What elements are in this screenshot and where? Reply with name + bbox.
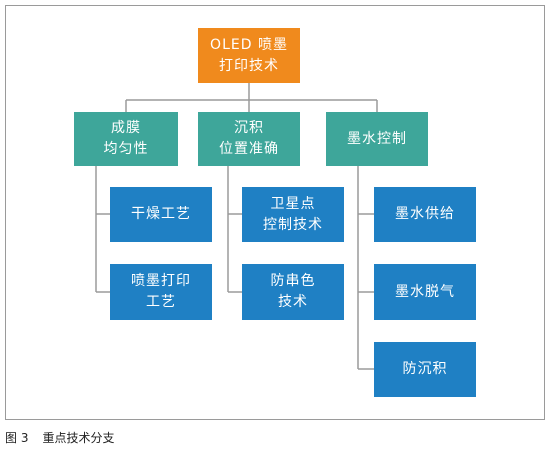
root-node: OLED 喷墨 打印技术 bbox=[198, 28, 300, 83]
figure-caption-text: 重点技术分支 bbox=[42, 431, 115, 445]
figure-caption: 图 3 重点技术分支 bbox=[5, 429, 128, 446]
leaf-node-drying-process: 干燥工艺 bbox=[110, 187, 212, 242]
category-node-film-uniformity: 成膜 均匀性 bbox=[74, 112, 178, 166]
leaf-node-ink-supply: 墨水供给 bbox=[374, 187, 476, 242]
leaf-node-satellite-dot-control: 卫星点 控制技术 bbox=[242, 187, 344, 242]
leaf-node-inkjet-printing-process: 喷墨打印 工艺 bbox=[110, 264, 212, 320]
leaf-node-anti-color-mixing: 防串色 技术 bbox=[242, 264, 344, 320]
category-node-ink-control: 墨水控制 bbox=[326, 112, 428, 166]
leaf-node-anti-deposition: 防沉积 bbox=[374, 342, 476, 397]
figure-number: 图 3 bbox=[5, 431, 29, 445]
leaf-node-ink-degassing: 墨水脱气 bbox=[374, 264, 476, 320]
category-node-deposition-position: 沉积 位置准确 bbox=[198, 112, 300, 166]
